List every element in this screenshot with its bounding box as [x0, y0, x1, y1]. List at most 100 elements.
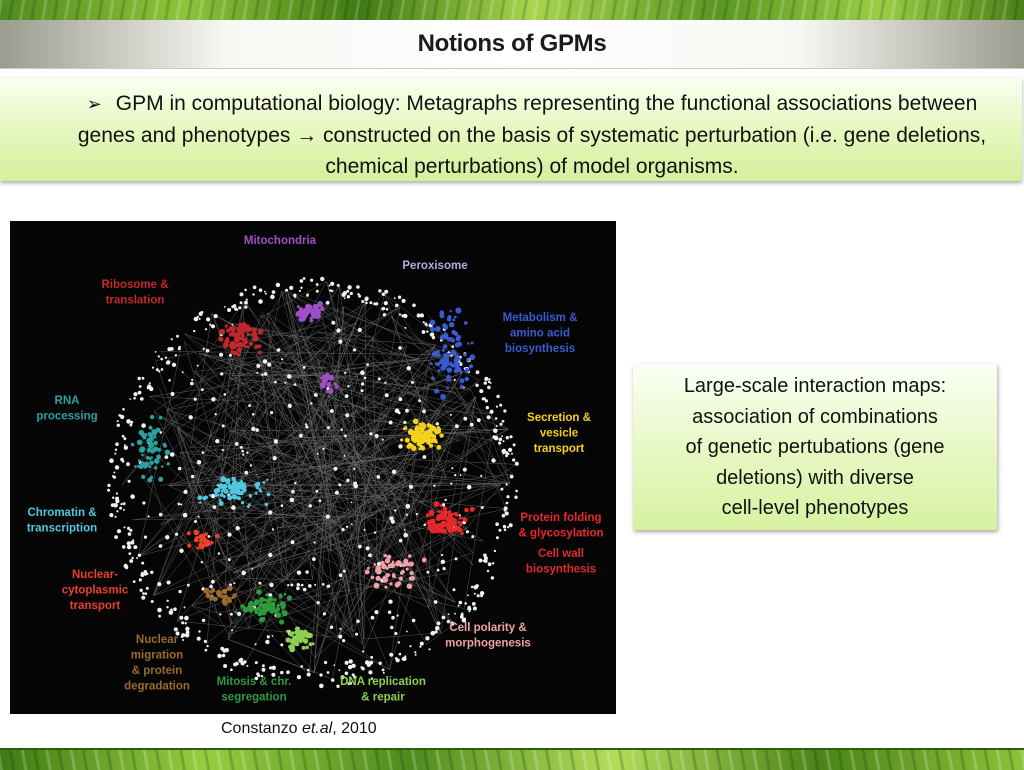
- network-node: [514, 496, 517, 499]
- cluster-node: [269, 605, 272, 608]
- network-node: [336, 328, 340, 332]
- network-node: [122, 435, 125, 438]
- network-node: [147, 387, 150, 390]
- network-node: [215, 413, 217, 415]
- network-node: [364, 529, 366, 531]
- network-node: [138, 554, 141, 557]
- network-node: [157, 582, 161, 586]
- cluster-node: [311, 312, 317, 318]
- label-line: Metabolism &: [503, 312, 578, 324]
- cluster-node: [429, 444, 433, 448]
- network-node: [422, 330, 426, 334]
- cluster-node: [464, 321, 468, 325]
- network-node: [161, 368, 164, 371]
- network-node: [314, 541, 316, 543]
- cluster-node: [442, 363, 448, 369]
- network-node: [443, 567, 446, 570]
- cluster-node: [225, 325, 228, 328]
- network-node: [198, 516, 200, 518]
- network-node: [176, 335, 179, 338]
- network-node: [236, 526, 240, 530]
- network-node: [333, 664, 335, 666]
- network-node: [116, 492, 118, 494]
- cluster-node: [152, 430, 158, 436]
- label-line: Nuclear: [136, 634, 179, 646]
- network-node: [138, 391, 142, 395]
- network-node: [281, 504, 284, 507]
- network-edge: [464, 440, 491, 608]
- network-node: [515, 490, 518, 493]
- network-node: [199, 312, 203, 316]
- cluster-node: [447, 315, 451, 319]
- network-node: [129, 529, 132, 532]
- network-node: [386, 308, 389, 311]
- cluster-node: [413, 419, 419, 425]
- network-node: [127, 545, 131, 549]
- cluster-node: [328, 377, 331, 380]
- cluster-node: [297, 305, 300, 308]
- network-node: [510, 475, 514, 479]
- cluster-node: [147, 478, 152, 483]
- network-node: [128, 480, 131, 483]
- network-node: [506, 495, 509, 498]
- network-node: [124, 446, 128, 450]
- network-node: [409, 485, 413, 489]
- network-node: [139, 385, 142, 388]
- cluster-node: [437, 353, 441, 357]
- network-node: [186, 631, 190, 635]
- cluster-node: [247, 604, 252, 609]
- network-node: [509, 523, 513, 527]
- cluster-node: [272, 608, 275, 611]
- network-edge: [277, 522, 340, 528]
- network-node: [159, 544, 163, 548]
- network-node: [382, 439, 384, 441]
- network-node: [483, 554, 487, 558]
- cluster-node: [243, 340, 248, 345]
- cluster-node: [214, 494, 217, 497]
- label-mitosis: Mitosis & chr.segregation: [217, 676, 292, 704]
- network-node: [115, 516, 117, 518]
- cluster-node: [234, 490, 238, 494]
- network-node: [499, 438, 503, 442]
- network-node: [415, 654, 417, 656]
- network-node: [426, 571, 429, 574]
- cluster-node: [449, 352, 452, 355]
- network-node: [492, 435, 496, 439]
- network-node: [127, 541, 131, 545]
- network-node: [204, 640, 207, 643]
- cluster-node: [459, 516, 462, 519]
- network-node: [353, 348, 356, 351]
- cluster-node: [447, 518, 451, 522]
- cluster-node: [323, 378, 326, 381]
- network-node: [194, 520, 197, 523]
- network-node: [143, 570, 147, 574]
- network-node: [152, 367, 154, 369]
- network-node: [317, 453, 319, 455]
- cluster-node: [430, 438, 435, 443]
- network-node: [477, 594, 480, 597]
- network-node: [294, 383, 297, 386]
- network-node: [388, 611, 391, 614]
- cluster-node: [447, 367, 452, 372]
- network-node: [246, 665, 248, 667]
- network-node: [498, 529, 501, 532]
- network-node: [355, 633, 358, 636]
- network-node: [178, 503, 181, 506]
- label-line: Cell polarity &: [449, 622, 526, 634]
- network-node: [270, 411, 273, 414]
- cluster-node: [302, 646, 306, 650]
- cluster-node: [465, 368, 470, 373]
- cluster-node: [248, 503, 251, 506]
- cluster-node: [457, 335, 460, 338]
- network-node: [265, 293, 267, 295]
- side-line: deletions) with diverse: [633, 463, 997, 494]
- cluster-node: [374, 583, 380, 589]
- cluster-node: [296, 643, 300, 647]
- label-line: migration: [131, 650, 183, 662]
- network-node: [398, 296, 401, 299]
- network-node: [502, 420, 505, 423]
- cluster-node: [460, 378, 465, 383]
- cluster-metabolism: [430, 308, 476, 400]
- network-node: [347, 385, 349, 387]
- network-edge: [385, 294, 460, 354]
